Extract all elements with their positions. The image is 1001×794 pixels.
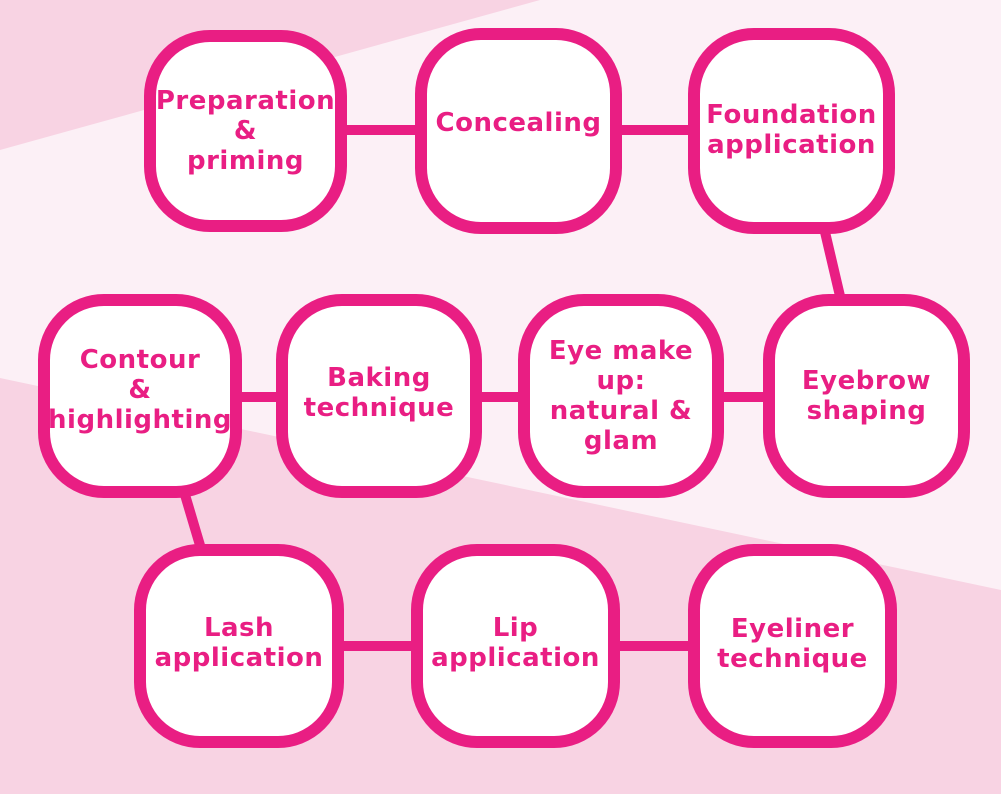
step-label-lash-application: Lash application <box>154 613 324 673</box>
step-node-lash-application: Lash application <box>134 544 344 748</box>
step-node-preparation-priming: Preparation & priming <box>144 30 347 232</box>
step-node-eyeliner-technique: Eyeliner technique <box>688 544 897 748</box>
step-node-eye-makeup: Eye make up: natural & glam <box>518 294 724 498</box>
connector-contour-lash <box>178 486 207 554</box>
connector-foundation-eyebrow <box>820 230 845 298</box>
step-label-eyebrow-shaping: Eyebrow shaping <box>801 366 932 426</box>
step-label-eye-makeup: Eye make up: natural & glam <box>548 336 694 456</box>
step-node-contour-highlighting: Contour & highlighting <box>38 294 242 498</box>
step-node-eyebrow-shaping: Eyebrow shaping <box>763 294 970 498</box>
connectors <box>178 125 845 651</box>
step-label-foundation-application: Foundation application <box>706 100 877 160</box>
step-label-baking-technique: Baking technique <box>303 363 455 423</box>
step-label-lip-application: Lip application <box>431 613 600 673</box>
step-label-eyeliner-technique: Eyeliner technique <box>717 614 868 674</box>
step-node-baking-technique: Baking technique <box>276 294 482 498</box>
step-node-lip-application: Lip application <box>411 544 620 748</box>
step-node-concealing: Concealing <box>415 28 622 234</box>
step-label-contour-highlighting: Contour & highlighting <box>48 345 232 435</box>
step-label-concealing: Concealing <box>435 108 602 138</box>
step-node-foundation-application: Foundation application <box>688 28 895 234</box>
step-label-preparation-priming: Preparation & priming <box>155 86 336 176</box>
